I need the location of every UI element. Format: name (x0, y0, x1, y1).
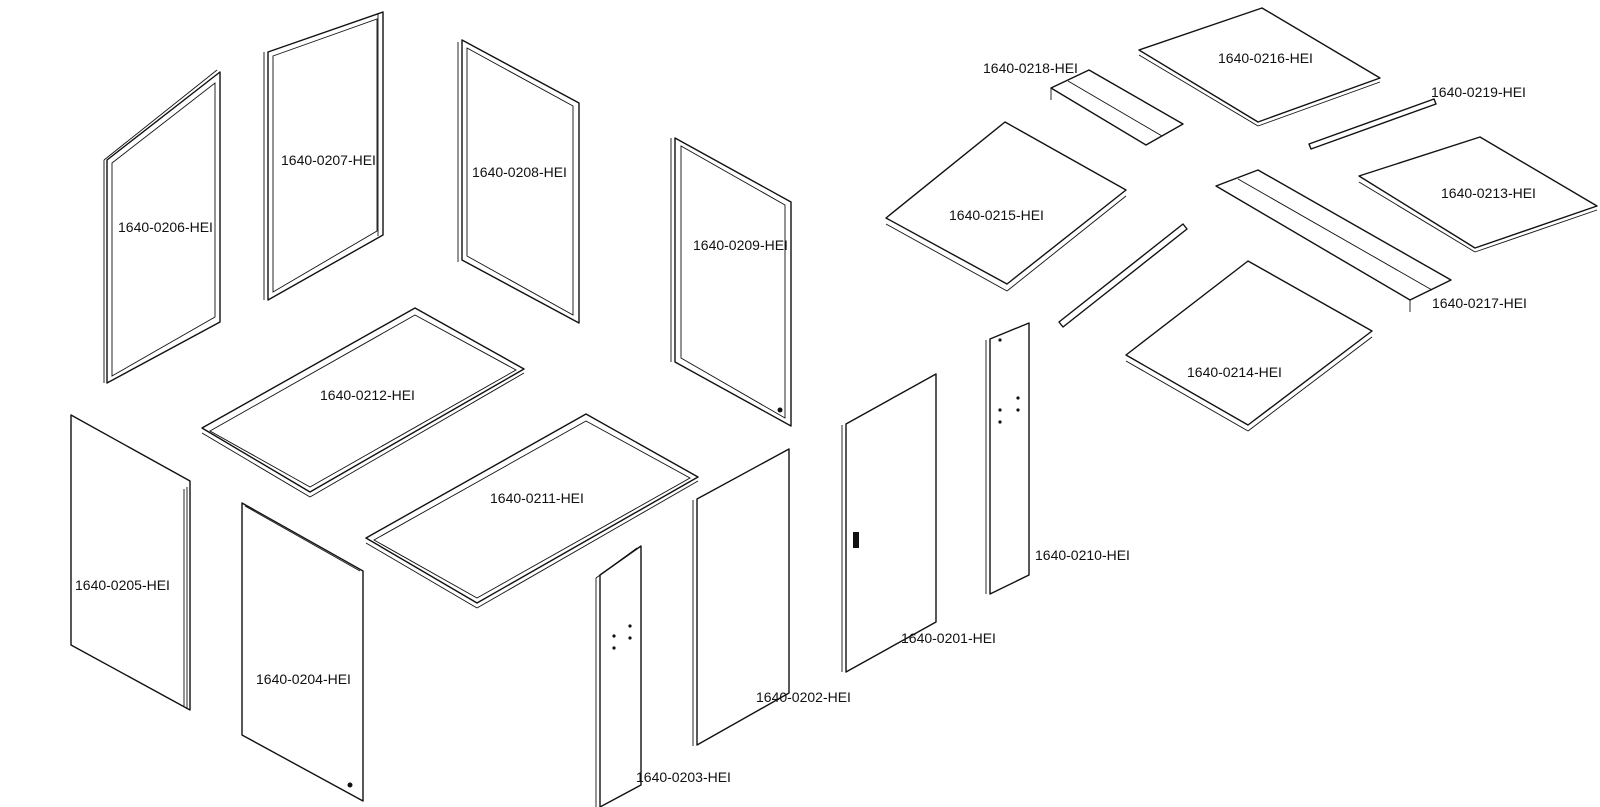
label-1640-0207: 1640-0207-HEI (281, 152, 376, 168)
part-1640-0206 (103, 69, 221, 384)
label-1640-0201: 1640-0201-HEI (901, 630, 996, 646)
label-1640-0212: 1640-0212-HEI (320, 387, 415, 403)
part-1640-0204 (241, 502, 364, 802)
part-1640-0211 (365, 413, 699, 609)
part-1640-0214 (1125, 260, 1373, 432)
label-1640-0215: 1640-0215-HEI (949, 207, 1044, 223)
part-1640-0208 (457, 39, 580, 324)
part-1640-0207 (263, 11, 384, 301)
label-1640-0204: 1640-0204-HEI (256, 671, 351, 687)
part-1640-0212 (201, 307, 525, 498)
label-1640-0203: 1640-0203-HEI (636, 769, 731, 785)
part-1640-0215 (885, 121, 1127, 292)
label-1640-0210: 1640-0210-HEI (1035, 547, 1130, 563)
part-1640-0202 (692, 448, 790, 746)
part-1640-0201 (841, 373, 937, 673)
label-1640-0206: 1640-0206-HEI (118, 219, 213, 235)
part-1640-0203 (595, 545, 642, 807)
part-bar-unlabeled (1058, 223, 1188, 328)
label-1640-0214: 1640-0214-HEI (1187, 364, 1282, 380)
part-1640-0216 (1138, 7, 1381, 127)
label-1640-0218: 1640-0218-HEI (983, 60, 1078, 76)
label-1640-0211: 1640-0211-HEI (490, 490, 584, 506)
label-1640-0205: 1640-0205-HEI (75, 577, 170, 593)
label-1640-0202: 1640-0202-HEI (756, 689, 851, 705)
part-1640-0218 (1050, 69, 1184, 146)
label-1640-0209: 1640-0209-HEI (693, 237, 788, 253)
part-1640-0205 (70, 414, 191, 711)
label-1640-0208: 1640-0208-HEI (472, 164, 567, 180)
label-1640-0213: 1640-0213-HEI (1441, 185, 1536, 201)
label-1640-0219: 1640-0219-HEI (1431, 84, 1526, 100)
part-1640-0209 (670, 137, 792, 427)
part-1640-0213 (1358, 136, 1598, 253)
label-1640-0216: 1640-0216-HEI (1218, 50, 1313, 66)
label-1640-0217: 1640-0217-HEI (1432, 295, 1527, 311)
part-1640-0210 (985, 322, 1030, 595)
part-1640-0217 (1215, 169, 1452, 312)
part-1640-0219 (1308, 98, 1437, 150)
